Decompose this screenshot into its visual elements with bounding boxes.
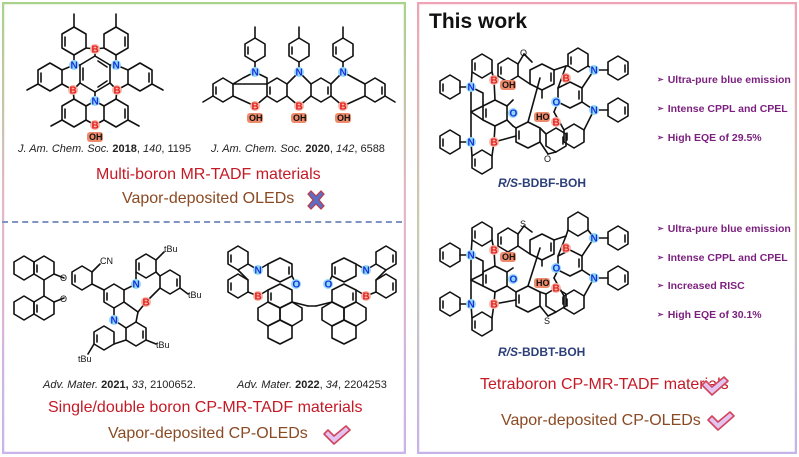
device-vapor-oleds: Vapor-deposited OLEDs: [122, 190, 295, 207]
cyano-group: CN: [100, 256, 113, 266]
nitrogen-atom: N: [296, 68, 303, 79]
claim-single-double-boron: Single/double boron CP-MR-TADF materials: [48, 399, 363, 416]
oxygen-atom: O: [510, 275, 518, 286]
tbu-group: tBu: [164, 244, 178, 254]
hydroxyl-group: OH: [89, 132, 103, 142]
boron-atom: B: [296, 102, 303, 113]
boron-atom: B: [252, 102, 259, 113]
device-vapor-cp-oleds: Vapor-deposited CP-OLEDs: [108, 425, 308, 442]
nitrogen-atom: N: [468, 83, 475, 94]
nitrogen-atom: N: [468, 300, 475, 311]
boron-atom: B: [491, 300, 498, 311]
molecule-adv-mater-2021: O O CN tBu tBu tBu tBu N B N: [8, 232, 213, 372]
feature-item: ➢Ultra-pure blue emission: [657, 223, 791, 235]
feature-item: ➢Intense CPPL and CPEL: [657, 103, 788, 115]
check-icon: [323, 425, 351, 445]
check-icon: [701, 376, 729, 396]
compound-label-bdbf-boh: R/S-BDBF-BOH: [498, 176, 587, 190]
boron-atom: B: [563, 74, 570, 85]
oxygen-atom: O: [325, 280, 333, 291]
cross-icon: [307, 190, 325, 210]
nitrogen-atom: N: [468, 138, 475, 149]
oxygen-atom: O: [553, 98, 561, 109]
tbu-group: tBu: [156, 340, 170, 350]
sulfur-atom: S: [520, 219, 526, 229]
boron-atom: B: [491, 76, 498, 87]
hydroxyl-group: HO: [536, 112, 550, 122]
boron-atom: B: [491, 246, 498, 257]
boron-atom: B: [92, 45, 99, 56]
reference-adv-mater-2021: Adv. Mater. 2021, 33, 2100652.: [43, 379, 196, 391]
sulfur-atom: S: [544, 316, 550, 326]
boron-atom: B: [114, 86, 121, 97]
oxygen-atom: O: [60, 294, 67, 304]
hydroxyl-group: HO: [536, 278, 550, 288]
device-vapor-cp-oleds-this-work: Vapor-deposited CP-OLEDs: [501, 412, 701, 429]
boron-atom: B: [255, 292, 262, 303]
nitrogen-atom: N: [591, 66, 598, 77]
boron-atom: B: [92, 121, 99, 132]
boron-atom: B: [553, 118, 560, 129]
oxygen-atom: O: [293, 280, 301, 291]
nitrogen-atom: N: [113, 61, 120, 72]
nitrogen-atom: N: [591, 274, 598, 285]
boron-atom: B: [363, 292, 370, 303]
check-icon: [707, 411, 735, 431]
reference-jacs-2018: J. Am. Chem. Soc. 2018, 140, 1195: [18, 143, 192, 155]
nitrogen-atom: N: [133, 280, 140, 291]
oxygen-atom: O: [510, 109, 518, 120]
oxygen-atom: O: [544, 154, 551, 164]
claim-tetraboron: Tetraboron CP-MR-TADF materials: [480, 376, 729, 393]
nitrogen-atom: N: [252, 68, 259, 79]
claim-multi-boron: Multi-boron MR-TADF materials: [96, 166, 321, 183]
arrow-bullet-icon: ➢: [657, 104, 664, 113]
oxygen-atom: O: [553, 264, 561, 275]
nitrogen-atom: N: [111, 316, 118, 327]
this-work-title: This work: [429, 10, 528, 33]
hydroxyl-group: OH: [337, 113, 351, 123]
boron-atom: B: [70, 86, 77, 97]
arrow-bullet-icon: ➢: [657, 253, 664, 262]
section-divider: [2, 221, 402, 223]
tbu-group: tBu: [188, 290, 202, 300]
molecule-jacs-2020: N N N B B B OH OH OH: [202, 20, 396, 125]
boron-atom: B: [563, 244, 570, 255]
feature-item: ➢Increased RISC: [657, 280, 745, 292]
boron-atom: B: [491, 138, 498, 149]
hydroxyl-group: OH: [249, 113, 263, 123]
hydroxyl-group: OH: [293, 113, 307, 123]
molecule-bdbt-boh: S S N N B OH O B B N O HO B N: [438, 211, 638, 342]
boron-atom: B: [340, 102, 347, 113]
compound-label-bdbt-boh: R/S-BDBT-BOH: [498, 345, 586, 359]
nitrogen-atom: N: [363, 266, 370, 277]
oxygen-atom: O: [60, 273, 67, 283]
nitrogen-atom: N: [591, 106, 598, 117]
nitrogen-atom: N: [468, 251, 475, 262]
hydroxyl-group: OH: [502, 80, 516, 90]
nitrogen-atom: N: [71, 61, 78, 72]
molecule-adv-mater-2022: N B O N B O: [222, 240, 402, 365]
oxygen-atom: O: [520, 48, 527, 58]
feature-item: ➢High EQE of 29.5%: [657, 132, 762, 144]
molecule-bdbf-boh: O O N N B OH O B B N O HO B N: [438, 47, 638, 175]
arrow-bullet-icon: ➢: [657, 224, 664, 233]
reference-jacs-2020: J. Am. Chem. Soc. 2020, 142, 6588: [211, 143, 385, 155]
arrow-bullet-icon: ➢: [657, 133, 664, 142]
nitrogen-atom: N: [92, 97, 99, 108]
feature-item: ➢Ultra-pure blue emission: [657, 74, 791, 86]
arrow-bullet-icon: ➢: [657, 310, 664, 319]
molecule-jacs-2018: B N N B B N B OH: [26, 6, 164, 142]
feature-item: ➢Intense CPPL and CPEL: [657, 252, 788, 264]
nitrogen-atom: N: [340, 68, 347, 79]
nitrogen-atom: N: [255, 266, 262, 277]
hydroxyl-group: OH: [502, 252, 516, 262]
boron-atom: B: [553, 284, 560, 295]
reference-adv-mater-2022: Adv. Mater. 2022, 34, 2204253: [237, 379, 387, 391]
boron-atom: B: [143, 298, 150, 309]
arrow-bullet-icon: ➢: [657, 75, 664, 84]
nitrogen-atom: N: [591, 234, 598, 245]
feature-item: ➢High EQE of 30.1%: [657, 309, 762, 321]
tbu-group: tBu: [78, 354, 92, 364]
arrow-bullet-icon: ➢: [657, 281, 664, 290]
